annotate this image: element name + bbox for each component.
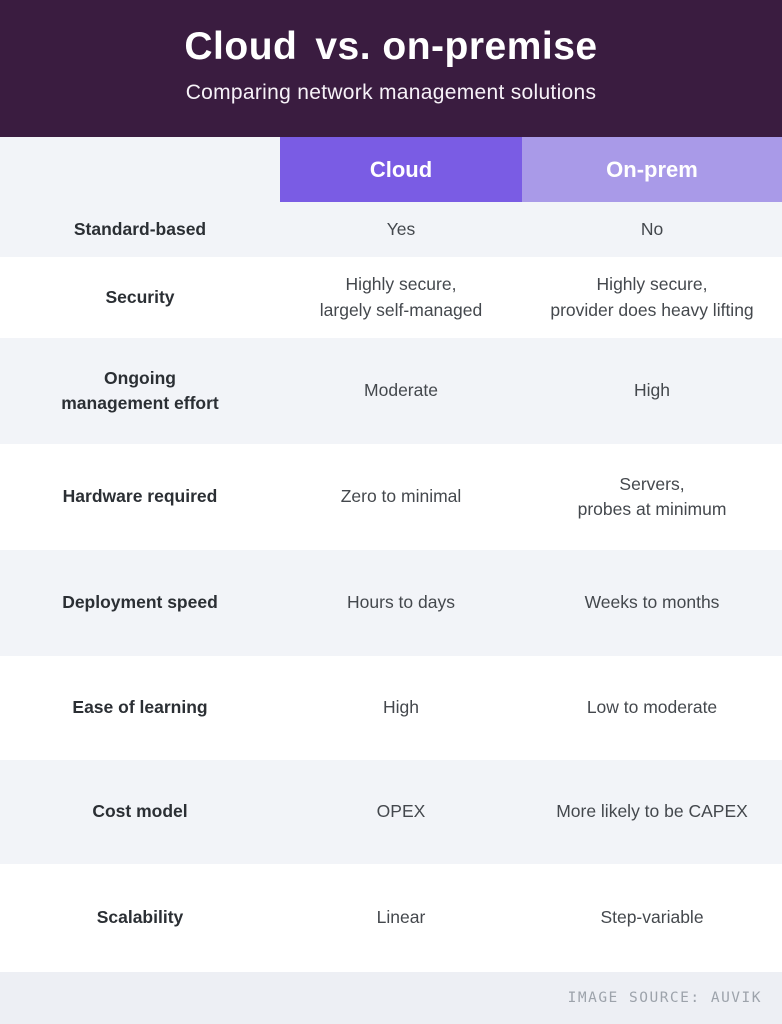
column-header-spacer <box>0 137 280 202</box>
onprem-value-cell: No <box>640 218 664 239</box>
row-label: Security <box>105 286 175 307</box>
footer-bar: IMAGE SOURCE: AUVIK <box>0 972 782 1024</box>
page-title-part1: Cloud <box>184 25 298 68</box>
onprem-value-cell: Highly secure, provider does heavy lifti… <box>550 274 754 320</box>
cloud-value-cell: OPEX <box>376 801 426 822</box>
onprem-value-cell: Low to moderate <box>586 697 718 718</box>
row-label: Standard-based <box>73 218 207 239</box>
cloud-value-cell: Hours to days <box>347 592 455 613</box>
onprem-value-cell: High <box>634 380 670 401</box>
column-header-onprem: On-prem <box>522 137 782 202</box>
page-title-part2: vs. on-premise <box>315 25 598 68</box>
cloud-value-cell: High <box>383 697 419 718</box>
row-label: Scalability <box>96 907 184 928</box>
table-row: Ease of learning High Low to moderate <box>0 656 782 760</box>
onprem-value-cell: Servers, probes at minimum <box>577 473 727 519</box>
row-label: Ongoing management effort <box>61 367 219 413</box>
onprem-value-cell: More likely to be CAPEX <box>556 801 748 822</box>
cloud-value-cell: Highly secure, largely self-managed <box>319 274 483 320</box>
onprem-value-cell: Step-variable <box>600 907 704 928</box>
cloud-value-cell: Linear <box>376 907 426 928</box>
table-row: Cost model OPEX More likely to be CAPEX <box>0 760 782 864</box>
onprem-value-cell: Weeks to months <box>584 592 720 613</box>
column-header-cloud: Cloud <box>280 137 522 202</box>
cloud-value-cell: Moderate <box>364 380 438 401</box>
table-row: Hardware required Zero to minimal Server… <box>0 444 782 550</box>
table-row: Standard-based Yes No <box>0 202 782 257</box>
image-source-credit: IMAGE SOURCE: AUVIK <box>567 990 762 1006</box>
row-label: Cost model <box>92 801 188 822</box>
table-row: Scalability Linear Step-variable <box>0 864 782 972</box>
table-row: Ongoing management effort Moderate High <box>0 338 782 444</box>
table-row: Deployment speed Hours to days Weeks to … <box>0 550 782 656</box>
cloud-value-cell: Zero to minimal <box>340 486 462 507</box>
row-label: Hardware required <box>62 486 218 507</box>
table-row: Security Highly secure, largely self-man… <box>0 257 782 338</box>
cloud-value-cell: Yes <box>386 218 416 239</box>
page-title: Cloud vs. on-premise <box>0 25 782 69</box>
row-label: Ease of learning <box>72 697 208 718</box>
hero-header: Cloud vs. on-premise Comparing network m… <box>0 0 782 137</box>
column-header-band: Cloud On-prem <box>0 137 782 202</box>
page-subtitle: Comparing network management solutions <box>185 81 597 104</box>
row-label: Deployment speed <box>62 592 218 613</box>
